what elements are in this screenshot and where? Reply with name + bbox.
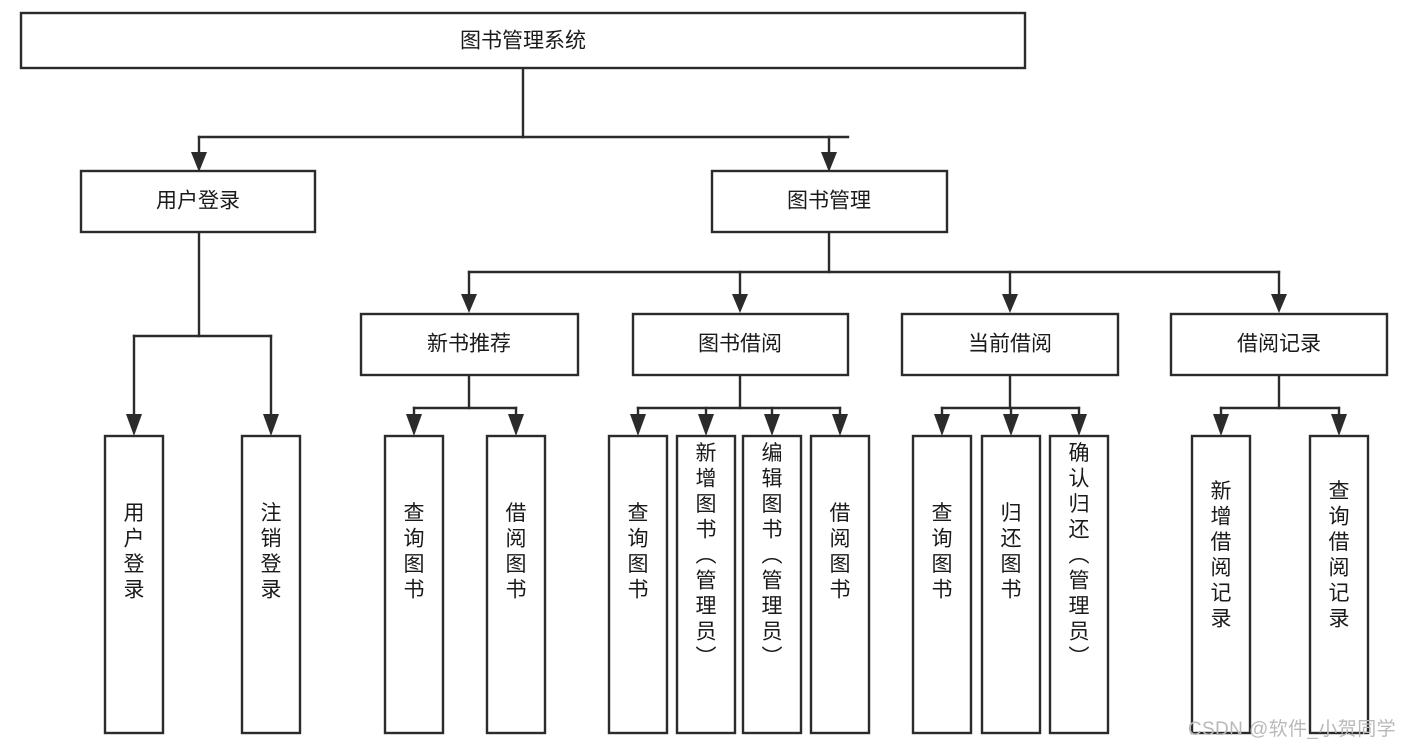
leaf-user-login-box	[103, 434, 165, 735]
leaf-query-book-recommend-box	[383, 434, 445, 735]
leaf-query-book-current-label: 查询图书	[932, 502, 953, 602]
arrow-rc-leaf-1	[1213, 414, 1229, 436]
leaf-borrow-book-recommend[interactable]: 借阅图书	[485, 434, 547, 735]
node-root-box	[19, 11, 1027, 70]
leaf-query-borrow-record[interactable]: 查询借阅记录	[1308, 434, 1370, 735]
leaf-query-book-current[interactable]: 查询图书	[911, 434, 973, 735]
arrow-user-login-leaf-1	[126, 414, 142, 436]
arrow-cb-leaf-1	[934, 414, 950, 436]
node-user-login[interactable]: 用户登录	[79, 169, 317, 234]
leaf-add-borrow-record-label: 新增借阅记录	[1211, 480, 1232, 631]
leaf-query-borrow-record-box	[1308, 434, 1370, 735]
node-user-login-label: 用户登录	[156, 190, 240, 213]
node-book-manage-label: 图书管理	[787, 190, 871, 213]
leaf-add-book-admin[interactable]: 新增图书︵管理员︶	[675, 434, 737, 735]
leaf-borrow-book-label: 借阅图书	[830, 502, 851, 602]
node-current-borrow-label: 当前借阅	[968, 333, 1052, 356]
node-book-borrow[interactable]: 图书借阅	[631, 312, 850, 377]
node-borrow-record-label: 借阅记录	[1237, 333, 1321, 356]
arrow-root-to-user-login	[191, 152, 207, 172]
leaf-confirm-return-admin[interactable]: 确认归还︵管理员︶	[1048, 434, 1110, 735]
leaf-confirm-return-admin-box	[1048, 434, 1110, 735]
leaf-borrow-book-recommend-label: 借阅图书	[506, 502, 527, 602]
leaf-borrow-book[interactable]: 借阅图书	[809, 434, 871, 735]
arrow-bm-to-new-book	[461, 294, 477, 313]
leaf-user-login-label: 用户登录	[124, 502, 145, 602]
node-new-book-recommend-label: 新书推荐	[427, 333, 511, 356]
leaf-query-book-borrow-box	[607, 434, 669, 735]
node-new-book-recommend-box	[359, 312, 580, 377]
arrow-bw-leaf-2	[698, 414, 714, 436]
leaf-return-book-box	[980, 434, 1042, 735]
leaf-edit-book-admin-label: 编辑图书︵管理员︶	[762, 442, 783, 669]
leaf-add-book-admin-label: 新增图书︵管理员︶	[696, 442, 717, 669]
leaf-return-book[interactable]: 归还图书	[980, 434, 1042, 735]
node-new-book-recommend[interactable]: 新书推荐	[359, 312, 580, 377]
node-book-manage[interactable]: 图书管理	[710, 169, 949, 234]
node-root-system[interactable]: 图书管理系统	[19, 11, 1027, 70]
arrow-nb-leaf-2	[508, 414, 524, 436]
arrow-cb-leaf-2	[1003, 414, 1019, 436]
node-book-manage-box	[710, 169, 949, 234]
arrow-bm-to-current	[1002, 294, 1018, 313]
leaf-query-book-current-box	[911, 434, 973, 735]
node-current-borrow-box	[900, 312, 1120, 377]
arrow-bm-to-record	[1271, 294, 1287, 313]
arrow-rc-leaf-2	[1331, 414, 1347, 436]
arrow-nb-leaf-1	[406, 414, 422, 436]
node-book-borrow-box	[631, 312, 850, 377]
leaf-add-book-admin-box	[675, 434, 737, 735]
leaf-logout-box	[240, 434, 302, 735]
leaf-query-book-borrow-label: 查询图书	[628, 502, 649, 602]
leaf-add-borrow-record-box	[1190, 434, 1252, 735]
leaf-edit-book-admin-box	[741, 434, 803, 735]
leaf-logout[interactable]: 注销登录	[240, 434, 302, 735]
arrow-cb-leaf-3	[1071, 414, 1087, 436]
leaf-logout-label: 注销登录	[261, 502, 282, 602]
leaf-query-book-recommend[interactable]: 查询图书	[383, 434, 445, 735]
leaf-borrow-book-box	[809, 434, 871, 735]
leaf-add-borrow-record[interactable]: 新增借阅记录	[1190, 434, 1252, 735]
node-borrow-record-box	[1169, 312, 1389, 377]
arrow-bw-leaf-1	[630, 414, 646, 436]
leaf-query-book-recommend-label: 查询图书	[404, 502, 425, 602]
node-borrow-record[interactable]: 借阅记录	[1169, 312, 1389, 377]
node-book-borrow-label: 图书借阅	[698, 333, 782, 356]
leaf-user-login[interactable]: 用户登录	[103, 434, 165, 735]
leaf-query-book-borrow[interactable]: 查询图书	[607, 434, 669, 735]
leaf-edit-book-admin[interactable]: 编辑图书︵管理员︶	[741, 434, 803, 735]
leaf-query-borrow-record-label: 查询借阅记录	[1329, 480, 1350, 631]
leaf-borrow-book-recommend-box	[485, 434, 547, 735]
arrow-bw-leaf-4	[832, 414, 848, 436]
leaf-confirm-return-admin-label: 确认归还︵管理员︶	[1069, 442, 1090, 669]
node-current-borrow[interactable]: 当前借阅	[900, 312, 1120, 377]
arrow-user-login-leaf-2	[263, 414, 279, 436]
arrow-bm-to-borrow	[732, 294, 748, 313]
arrow-bw-leaf-3	[764, 414, 780, 436]
node-user-login-box	[79, 169, 317, 234]
arrow-root-to-book-manage	[821, 152, 837, 172]
connector-layer	[126, 66, 1347, 436]
leaf-return-book-label: 归还图书	[1001, 502, 1022, 602]
node-root-label: 图书管理系统	[460, 30, 586, 53]
